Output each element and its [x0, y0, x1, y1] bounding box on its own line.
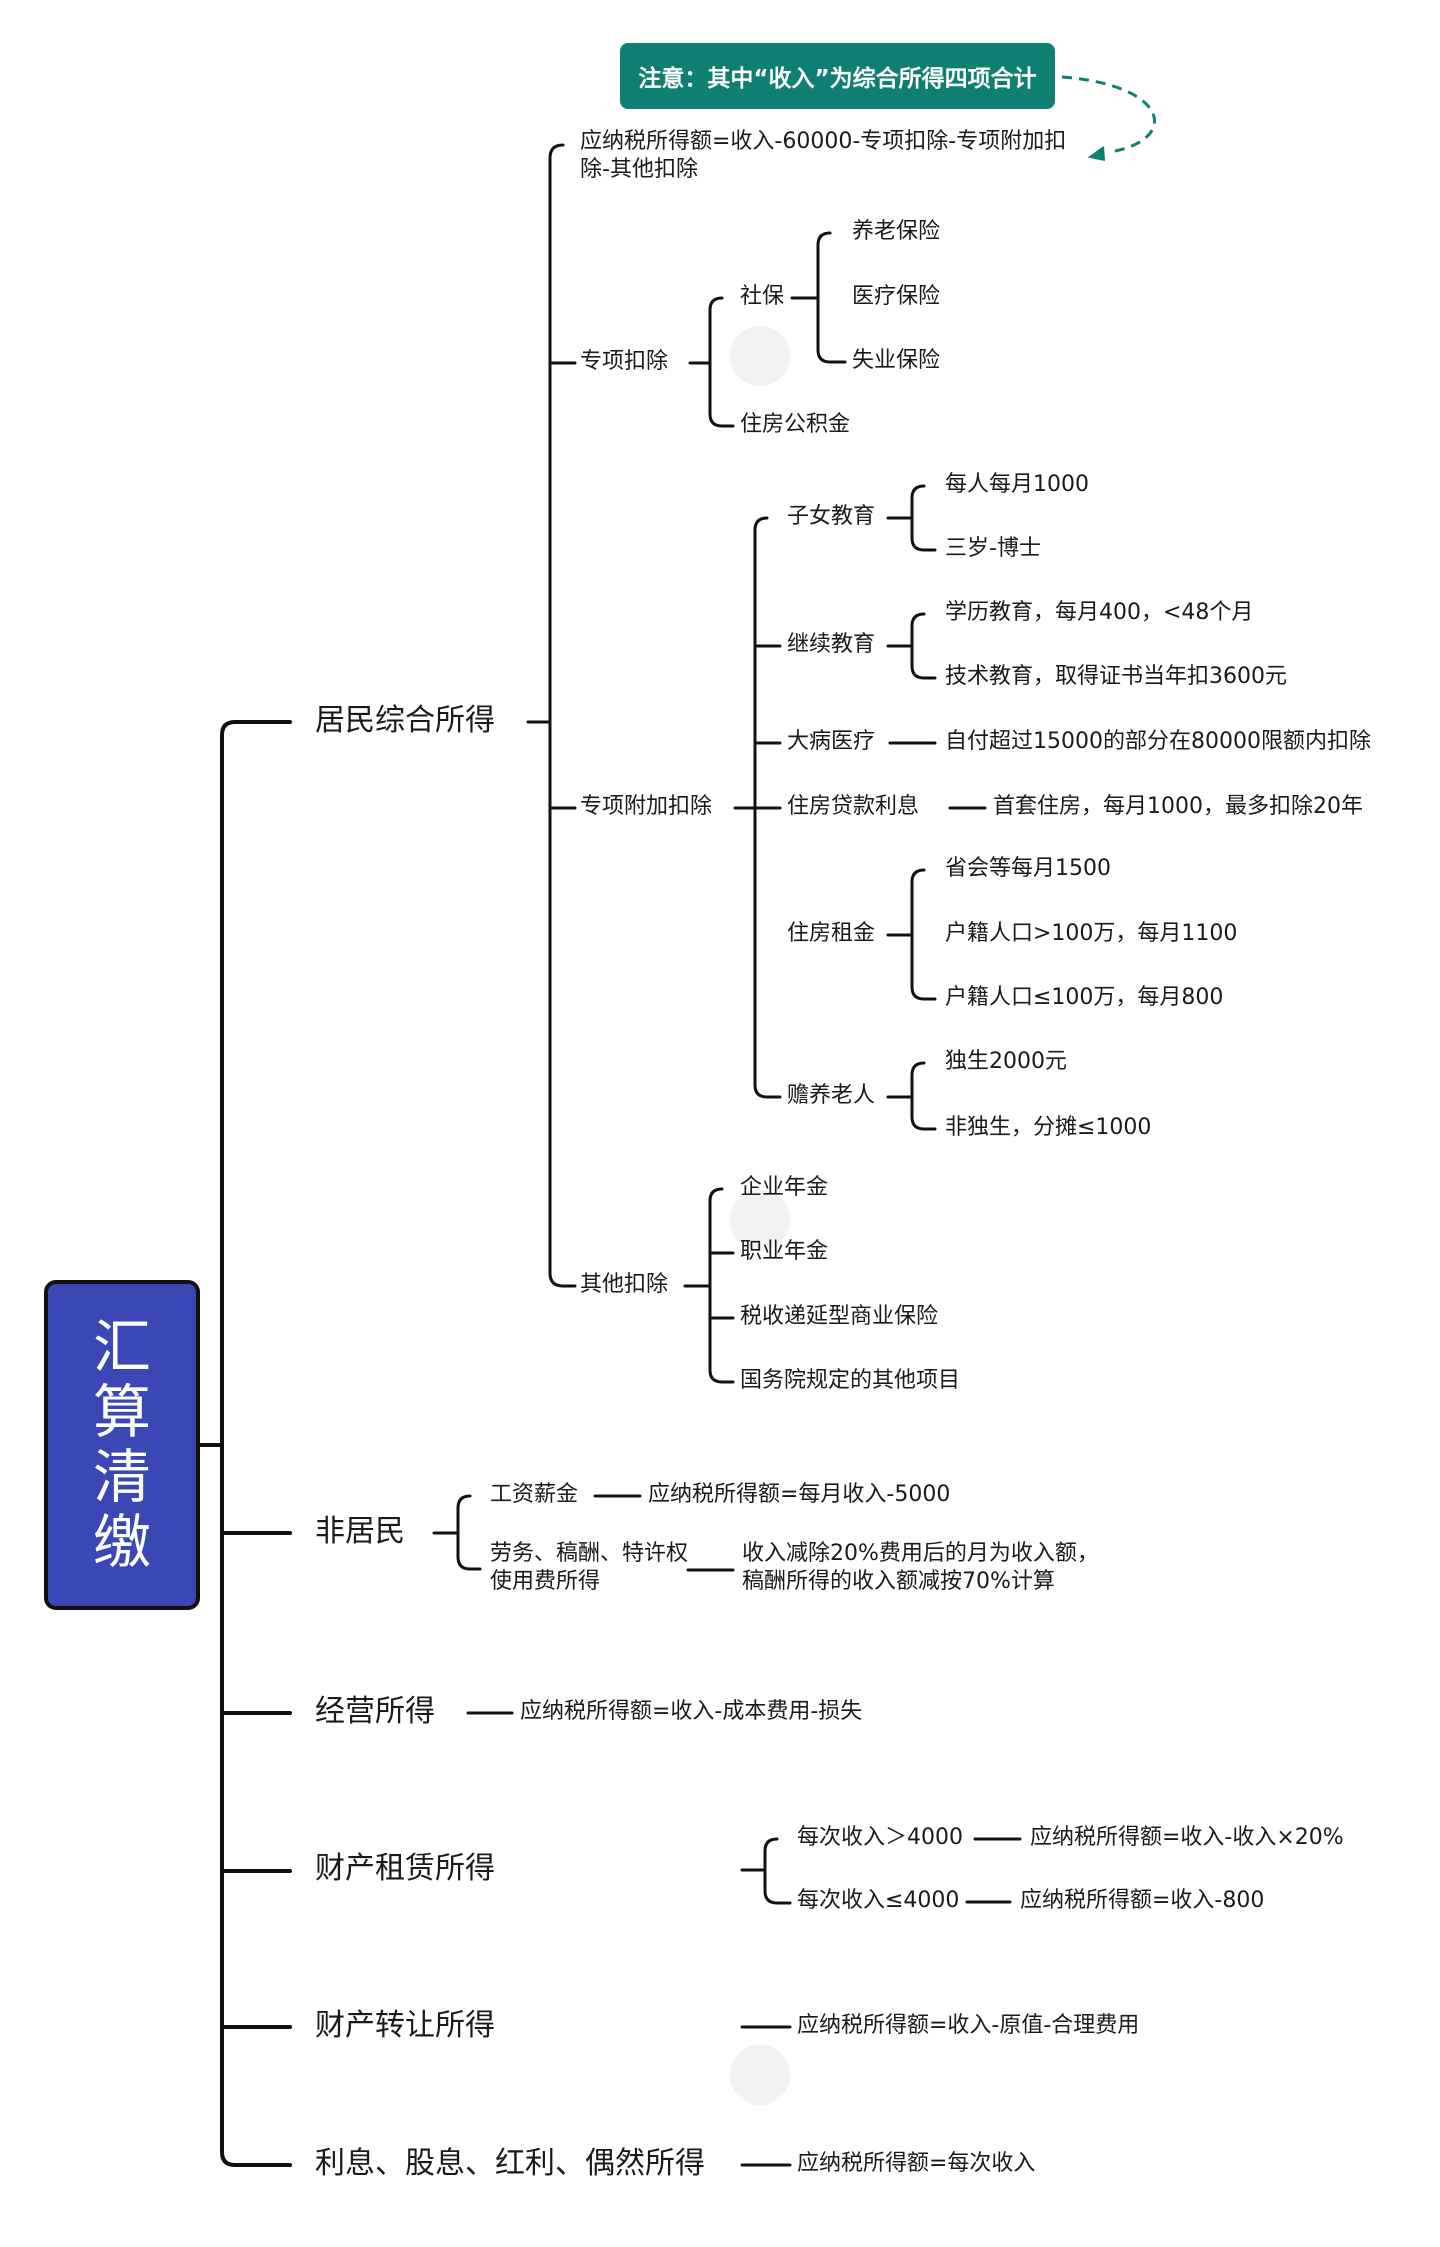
leaf-unemployment[interactable]: 失业保险	[852, 348, 941, 373]
leaf-serious-illness[interactable]: 自付超过15000的部分在80000限额内扣除	[945, 729, 1371, 754]
leaf-transfer[interactable]: 应纳税所得额=收入-原值-合理费用	[797, 2013, 1140, 2038]
leaf-other-1[interactable]: 企业年金	[740, 1175, 829, 1200]
leaf-other-3[interactable]: 税收递延型商业保险	[740, 1304, 939, 1329]
leaf-wage[interactable]: 应纳税所得额=每月收入-5000	[648, 1482, 951, 1507]
branch-resident[interactable]: 居民综合所得	[315, 703, 495, 738]
node-wage[interactable]: 工资薪金	[490, 1482, 579, 1507]
leaf-child-2[interactable]: 三岁-博士	[945, 536, 1041, 561]
leaf-mortgage-interest[interactable]: 首套住房，每月1000，最多扣除20年	[993, 794, 1363, 819]
node-housing-fund[interactable]: 住房公积金	[740, 412, 851, 437]
leaf-rent-3[interactable]: 户籍人口≤100万，每月800	[945, 985, 1224, 1010]
watermark-logo	[730, 1190, 790, 1250]
branch-nonresident[interactable]: 非居民	[315, 1514, 405, 1549]
leaf-continuing-1[interactable]: 学历教育，每月400，<48个月	[945, 600, 1254, 625]
watermark-logo	[730, 326, 790, 386]
node-mortgage-interest[interactable]: 住房贷款利息	[787, 794, 920, 819]
leaf-child-1[interactable]: 每人每月1000	[945, 472, 1089, 497]
root-title: 汇算清缴	[92, 1313, 151, 1576]
leaf-elderly-2[interactable]: 非独生，分摊≤1000	[945, 1115, 1152, 1140]
leaf-labor[interactable]: 收入减除20%费用后的月为收入额，稿酬所得的收入额减按70%计算	[742, 1541, 1099, 1594]
branch-interest[interactable]: 利息、股息、红利、偶然所得	[315, 2146, 705, 2181]
branch-lease[interactable]: 财产租赁所得	[315, 1851, 495, 1886]
node-child-education[interactable]: 子女教育	[787, 504, 876, 529]
branch-transfer[interactable]: 财产转让所得	[315, 2008, 495, 2043]
node-additional-deduction[interactable]: 专项附加扣除	[580, 794, 713, 819]
node-other-deduction[interactable]: 其他扣除	[580, 1272, 669, 1297]
leaf-lease-over[interactable]: 应纳税所得额=收入-收入×20%	[1030, 1825, 1344, 1850]
node-lease-over[interactable]: 每次收入＞4000	[797, 1825, 963, 1850]
node-elderly-support[interactable]: 赡养老人	[787, 1083, 876, 1108]
node-special-deduction[interactable]: 专项扣除	[580, 349, 669, 374]
branch-business[interactable]: 经营所得	[315, 1694, 435, 1729]
node-labor[interactable]: 劳务、稿酬、特许权使用费所得	[490, 1541, 689, 1594]
node-lease-under[interactable]: 每次收入≤4000	[797, 1888, 960, 1913]
leaf-pension[interactable]: 养老保险	[852, 219, 941, 244]
note-callout[interactable]: 注意：其中“收入”为综合所得四项合计	[620, 43, 1055, 109]
leaf-rent-1[interactable]: 省会等每月1500	[945, 856, 1111, 881]
root-node[interactable]: 汇算清缴	[44, 1280, 200, 1610]
leaf-other-2[interactable]: 职业年金	[740, 1239, 829, 1264]
leaf-continuing-2[interactable]: 技术教育，取得证书当年扣3600元	[945, 664, 1287, 689]
leaf-interest[interactable]: 应纳税所得额=每次收入	[797, 2151, 1036, 2176]
leaf-business[interactable]: 应纳税所得额=收入-成本费用-损失	[520, 1699, 863, 1724]
leaf-rent-2[interactable]: 户籍人口>100万，每月1100	[945, 921, 1238, 946]
leaf-other-4[interactable]: 国务院规定的其他项目	[740, 1368, 961, 1393]
watermark-logo	[730, 2045, 790, 2105]
resident-formula[interactable]: 应纳税所得额=收入-60000-专项扣除-专项附加扣除-其他扣除	[580, 129, 1067, 182]
node-social-insurance[interactable]: 社保	[740, 284, 785, 309]
node-rent[interactable]: 住房租金	[787, 921, 876, 946]
leaf-elderly-1[interactable]: 独生2000元	[945, 1049, 1067, 1074]
leaf-medical-insurance[interactable]: 医疗保险	[852, 284, 941, 309]
leaf-lease-under[interactable]: 应纳税所得额=收入-800	[1020, 1888, 1265, 1913]
node-serious-illness[interactable]: 大病医疗	[787, 729, 876, 754]
node-continuing-education[interactable]: 继续教育	[787, 632, 876, 657]
